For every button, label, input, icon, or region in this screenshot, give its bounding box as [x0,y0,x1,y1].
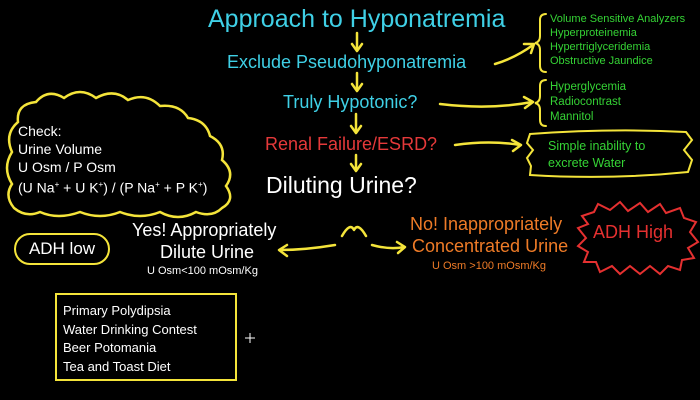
dilute-causes-box [55,293,237,381]
no-branch-line1: No! Inappropriately [410,214,563,234]
adh-low-badge: ADH low [14,233,110,265]
hypertonic-causes-list: Hyperglycemia Radiocontrast Mannitol [550,80,626,125]
arrow-renal-to-note [453,141,522,147]
check-panel: Check: Urine Volume U Osm / P Osm (U Na+… [18,122,207,197]
renal-note: Simple inability to excrete Water [548,138,645,172]
list-item: Hypertriglyceridemia [550,41,651,53]
list-item: Water Drinking Contest [63,321,197,337]
check-heading: Check: [18,123,62,139]
arrow-hypotonic-to-hypertonic [438,100,534,108]
check-cloud [5,90,232,219]
adh-high-badge: ADH High [593,222,674,242]
list-item: Tea and Toast Diet [63,358,171,374]
dilute-causes-list: Primary Polydipsia Water Drinking Contes… [63,302,197,376]
renal-note-line: Simple inability to [548,139,646,153]
step-exclude-pseudo: Exclude Pseudohyponatremia [227,52,467,72]
no-branch-criterion: U Osm >100 mOsm/Kg [432,260,547,272]
yes-branch-line1: Yes! Appropriately [132,220,277,240]
list-item: Hyperproteinemia [550,27,637,39]
list-item: Beer Potomania [63,340,157,355]
check-line-urine-volume: Urine Volume [18,141,103,157]
list-item: Primary Polydipsia [63,303,171,318]
page-title: Approach to Hyponatremia [208,5,506,33]
yes-branch-criterion: U Osm<100 mOsm/Kg [147,265,258,277]
arrow-to-no [370,243,406,250]
yes-branch-line2: Dilute Urine [160,242,255,262]
brace-hypertonic [534,79,547,127]
list-item: Obstructive Jaundice [550,55,653,67]
step-truly-hypotonic: Truly Hypotonic? [283,92,418,112]
step-renal-failure: Renal Failure/ESRD? [265,134,438,154]
list-item: Volume Sensitive Analyzers [550,13,686,25]
check-line-electrolyte-ratio: (U Na+ + U K+) / (P Na+ + P K+) [18,179,208,196]
pseudo-causes-list: Volume Sensitive Analyzers Hyperproteine… [550,12,685,68]
check-line-osm-ratio: U Osm / P Osm [18,159,116,175]
cursor-crosshair-icon [245,333,255,343]
list-item: Hyperglycemia [550,81,627,93]
brace-pseudo [534,13,547,73]
no-branch-line2: Concentrated Urine [412,236,569,256]
renal-note-line: excrete Water [548,156,626,170]
step-diluting-urine: Diluting Urine? [266,172,417,198]
brace-renal-note [525,129,694,178]
arrow-to-yes [278,243,337,252]
adh-high-burst [576,200,700,276]
list-item: Radiocontrast [550,96,621,108]
arrow-exclude-to-pseudo-causes [493,43,535,66]
list-item: Mannitol [550,111,594,123]
split-bracket [340,225,368,238]
